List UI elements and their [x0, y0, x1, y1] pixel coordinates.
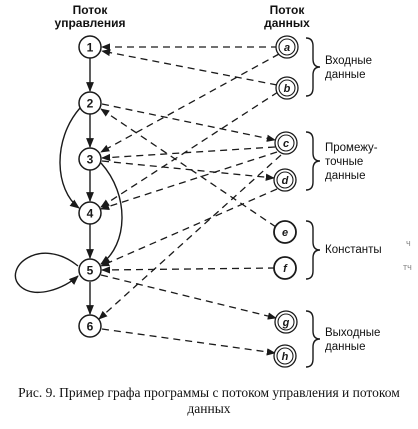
control-node-3: 3 [78, 147, 102, 171]
edge-c-6 [98, 154, 282, 320]
group-label-intermediate: Промежу- точные данные [325, 141, 378, 183]
group-label-line: Входные [325, 55, 373, 67]
control-node-label: 3 [87, 153, 94, 167]
edge-2-c [101, 103, 276, 142]
data-node-a: a [275, 35, 299, 59]
group-label-line: данные [325, 341, 366, 353]
control-node-1: 1 [78, 35, 102, 59]
control-node-2: 2 [78, 91, 102, 115]
figure-caption: Рис. 9. Пример графа программы с потоком… [18, 385, 400, 416]
edge-b-1 [101, 48, 278, 86]
edge-a-3 [100, 53, 280, 153]
group-label-input: Входные данные [325, 54, 372, 82]
control-node-label: 6 [87, 320, 94, 334]
data-node-label: a [284, 42, 290, 54]
group-label-line: Константы [325, 244, 382, 256]
data-node-label: c [283, 138, 289, 150]
edge-3-d [101, 160, 275, 181]
data-node-g: g [274, 310, 298, 334]
control-flow-header: Поток управления [50, 4, 130, 30]
data-flow-header-line: Поток [269, 3, 305, 17]
data-node-e: e [273, 220, 297, 244]
data-node-label: d [282, 175, 289, 187]
data-node-d: d [273, 168, 297, 192]
edge-5-g [100, 274, 277, 320]
edge-c-4 [100, 151, 278, 210]
control-node-label: 2 [87, 97, 94, 111]
control-node-4: 4 [78, 201, 102, 225]
data-node-label: b [284, 83, 291, 95]
data-node-label: f [283, 263, 288, 275]
margin-mark: тч [403, 262, 412, 272]
data-flow-header: Поток данных [250, 4, 324, 30]
control-flow-header-line: управления [54, 16, 126, 30]
brace-intermediate [305, 131, 321, 191]
control-flow-header-line: Поток [72, 3, 108, 17]
data-node-label: e [282, 227, 288, 239]
edge-5-5-loop [14, 252, 79, 293]
brace-input [305, 37, 321, 97]
group-braces [305, 37, 321, 368]
data-node-label: h [282, 351, 289, 363]
data-node-f: f [273, 256, 297, 280]
brace-constants [305, 220, 321, 280]
data-node-b: b [275, 76, 299, 100]
group-label-line: данные [325, 69, 366, 81]
data-flow-edges [98, 43, 282, 356]
control-node-6: 6 [78, 314, 102, 338]
data-node-c: c [274, 131, 298, 155]
control-node-label: 5 [87, 264, 94, 278]
group-label-line: Промежу- [325, 142, 378, 154]
edge-f-5 [101, 266, 276, 274]
group-label-line: точные [325, 156, 364, 168]
control-flow-edges [14, 58, 123, 315]
edge-c-3 [101, 146, 276, 162]
edge-3-5 [100, 162, 123, 265]
group-label-line: Выходные [325, 327, 381, 339]
group-label-line: данные [325, 170, 366, 182]
margin-mark: ч [406, 238, 411, 248]
control-node-5: 5 [78, 258, 102, 282]
group-label-constants: Константы [325, 243, 382, 257]
control-node-label: 1 [87, 41, 94, 55]
brace-output [305, 310, 321, 368]
edge-6-h [101, 328, 276, 356]
data-flow-nodes: a b c d e f g h [273, 35, 299, 368]
edge-d-5 [100, 188, 278, 267]
control-flow-nodes: 1 2 3 4 5 6 [78, 35, 102, 338]
edge-e-2 [100, 108, 277, 228]
data-node-label: g [282, 317, 290, 329]
data-flow-header-line: данных [264, 16, 310, 30]
data-node-h: h [273, 344, 297, 368]
edge-2-4 [59, 107, 81, 209]
control-node-label: 4 [87, 207, 94, 221]
group-label-output: Выходные данные [325, 326, 380, 354]
